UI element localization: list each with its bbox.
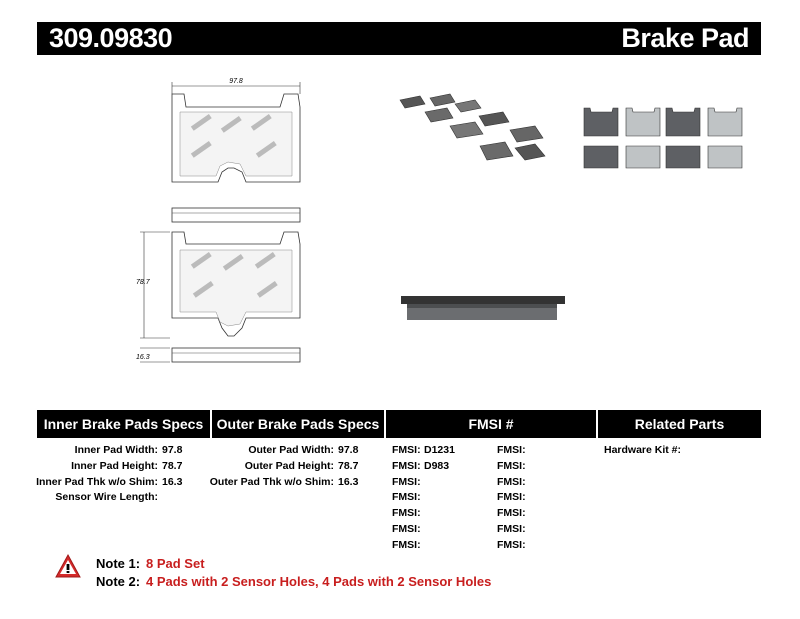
fmsi-header: FMSI # — [386, 410, 596, 438]
note-1-label: Note 1: — [96, 556, 141, 571]
inner-thickness-value: 16.3 — [162, 476, 183, 488]
fmsi-label: FMSI: — [392, 523, 421, 535]
inner-width-value: 97.8 — [162, 444, 183, 456]
inner-width-label: Inner Pad Width: — [74, 444, 158, 456]
document-type: Brake Pad — [621, 23, 749, 53]
brake-pad-drawing: 97.8 78.7 16.3 — [136, 78, 301, 363]
fmsi-value: D1231 — [424, 444, 455, 456]
fmsi-label: FMSI: — [392, 491, 421, 503]
fmsi-label: FMSI: — [497, 539, 526, 551]
pad-front-photos — [583, 107, 743, 169]
outer-height-value: 78.7 — [338, 460, 359, 472]
inner-specs-header: Inner Brake Pads Specs — [37, 410, 210, 438]
fmsi-label: FMSI: — [497, 491, 526, 503]
fmsi-label: FMSI: — [497, 523, 526, 535]
fmsi-label: FMSI: — [497, 476, 526, 488]
inner-thickness-label: Inner Pad Thk w/o Shim: — [36, 476, 158, 488]
outer-height-label: Outer Pad Height: — [244, 460, 334, 472]
outer-width-value: 97.8 — [338, 444, 359, 456]
warning-icon — [55, 553, 81, 578]
pad-set-photo — [399, 93, 546, 161]
fmsi-label: FMSI: — [392, 476, 421, 488]
outer-specs-header: Outer Brake Pads Specs — [212, 410, 384, 438]
fmsi-label: FMSI: — [497, 507, 526, 519]
fmsi-value: D983 — [424, 460, 450, 472]
outer-thickness-value: 16.3 — [338, 476, 359, 488]
part-number: 309.09830 — [49, 23, 173, 53]
note-2-value: 4 Pads with 2 Sensor Holes, 4 Pads with … — [146, 574, 492, 589]
outer-width-label: Outer Pad Width: — [248, 444, 334, 456]
fmsi-label: FMSI: — [497, 444, 526, 456]
sensor-wire-label: Sensor Wire Length: — [55, 491, 158, 503]
fmsi-label: FMSI: — [392, 507, 421, 519]
fmsi-label: FMSI: — [392, 539, 421, 551]
width-dimension: 97.8 — [229, 78, 243, 85]
title-bar: 309.09830 Brake Pad — [37, 22, 761, 55]
fmsi-label: FMSI: — [392, 460, 421, 472]
inner-height-label: Inner Pad Height: — [71, 460, 158, 472]
pad-side-photo — [401, 296, 565, 320]
outer-thickness-label: Outer Pad Thk w/o Shim: — [209, 476, 334, 488]
hardware-kit-label: Hardware Kit #: — [604, 444, 682, 456]
inner-height-value: 78.7 — [162, 460, 183, 472]
related-parts-header: Related Parts — [598, 410, 761, 438]
fmsi-label: FMSI: — [392, 444, 421, 456]
fmsi-label: FMSI: — [497, 460, 526, 472]
height-dimension: 78.7 — [136, 279, 151, 286]
note-2-label: Note 2: — [96, 574, 141, 589]
note-1-value: 8 Pad Set — [146, 556, 205, 571]
thickness-dimension: 16.3 — [136, 354, 150, 361]
